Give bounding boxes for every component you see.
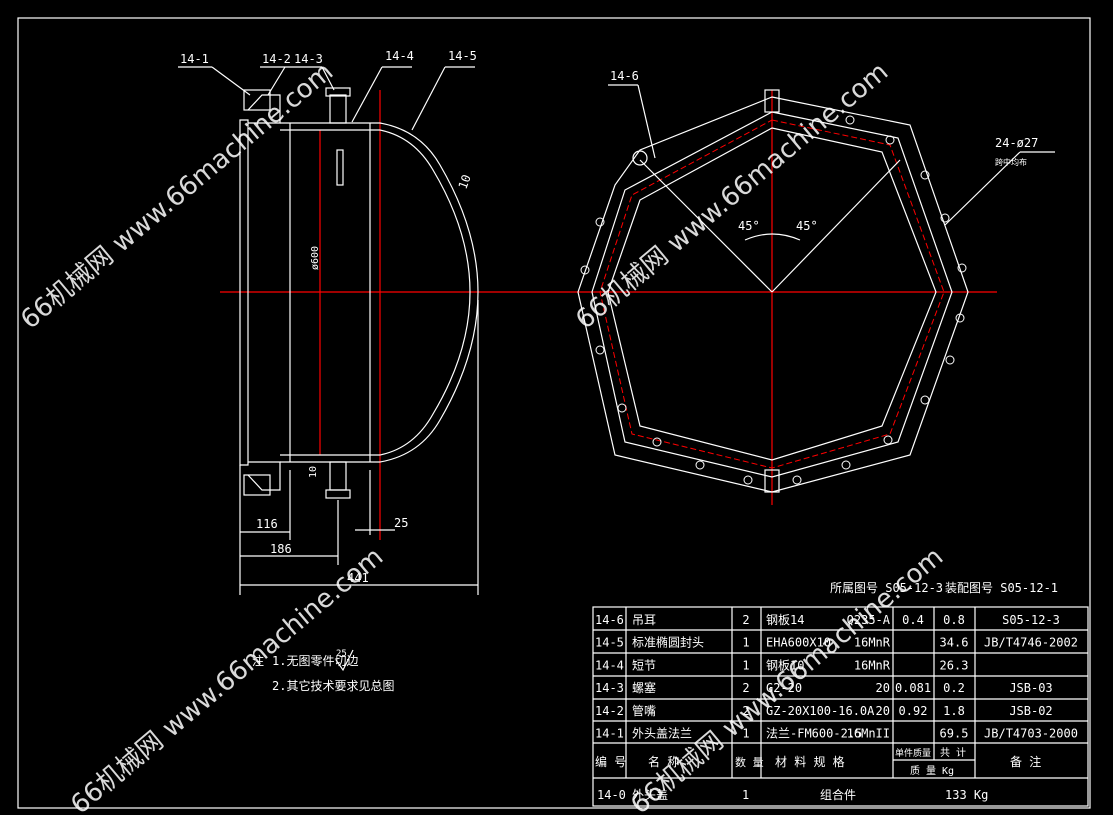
bom-cell-qty: 1: [742, 658, 749, 672]
angle-right: 45°: [796, 219, 818, 233]
bom-cell-name: 管嘴: [632, 703, 656, 718]
header-note: 备 注: [1010, 754, 1041, 769]
bom-cell-unit: 0.4: [902, 613, 924, 627]
bom-cell-qty: 1: [742, 727, 749, 741]
header-mass: 质 量 Kg: [910, 765, 954, 777]
bom-cell-qty: 2: [742, 613, 749, 627]
bom-cell-name: 螺塞: [632, 680, 656, 695]
header-total: 共 计: [940, 746, 966, 759]
bom-cell-mat: 20: [876, 704, 890, 718]
bom-cell-name: 吊耳: [632, 613, 656, 627]
belong-drawing-no: 所属图号 S05-12-3: [830, 581, 943, 595]
bom-cell-spec: 钢板14: [766, 613, 804, 627]
bom-cell-total: 1.8: [943, 704, 965, 718]
header-name: 名 称: [648, 754, 679, 769]
roughness-symbol-icon: [335, 649, 354, 672]
bom-cell-total: 34.6: [940, 636, 969, 650]
watermark: 66机械网 www.66machine.com: [625, 542, 949, 815]
holes-note: 跨中均布: [995, 157, 1027, 167]
bom-cell-note: S05-12-3: [1002, 613, 1060, 627]
bom-cell-mat: 16MnR: [854, 658, 891, 672]
label-14-5: 14-5: [448, 49, 477, 63]
bom-cell-name: 外头盖法兰: [632, 727, 692, 741]
side-section-view: [239, 87, 479, 499]
summary-name: 外头盖: [632, 788, 668, 802]
summary-mass: 133 Kg: [945, 788, 988, 802]
summary-spec: 组合件: [820, 787, 856, 802]
header-qty: 数 量: [735, 756, 764, 769]
bom-cell-total: 0.2: [943, 681, 965, 695]
header-spec: 材 料 规 格: [775, 754, 845, 769]
label-14-3: 14-3: [294, 52, 323, 66]
label-14-4: 14-4: [385, 49, 414, 63]
holes-label: 24-ø27: [995, 136, 1038, 150]
bom-cell-note: JB/T4746-2002: [984, 636, 1078, 650]
label-14-1: 14-1: [180, 52, 209, 66]
bom-cell-note: JSB-03: [1009, 681, 1052, 695]
bom-cell-qty: 2: [742, 681, 749, 695]
bom-cell-qty: 1: [742, 636, 749, 650]
bom-cell-unit: 0.081: [895, 681, 931, 695]
bom-cell-name: 短节: [632, 658, 656, 672]
bom-cell-no: 14-5: [595, 636, 624, 650]
dim-25: 25: [394, 516, 408, 530]
assembly-drawing-no: 装配图号 S05-12-1: [945, 581, 1058, 595]
bom-cell-no: 14-4: [595, 658, 624, 672]
bom-cell-spec: G2-20: [766, 681, 802, 695]
bom-cell-total: 0.8: [943, 613, 965, 627]
bom-cell-total: 69.5: [940, 727, 969, 741]
bom-cell-spec: GZ-20X100-16.0A: [766, 704, 875, 718]
note-1-roughness: 25: [336, 649, 347, 659]
angle-left: 45°: [738, 219, 760, 233]
head-thickness: 10: [456, 173, 474, 191]
label-14-2: 14-2: [262, 52, 291, 66]
bom-cell-spec: 钢板10: [766, 658, 804, 672]
frame-border: [17, 17, 1091, 809]
bom-cell-spec: EHA600X10: [766, 636, 831, 650]
bom-cell-total: 26.3: [940, 658, 969, 672]
bom-cell-no: 14-3: [595, 681, 624, 695]
bom-cell-no: 14-2: [595, 704, 624, 718]
header-no: 编 号: [595, 754, 626, 769]
end-view: [577, 89, 969, 493]
bom-cell-qty: 2: [742, 704, 749, 718]
bom-cell-spec: 法兰-FM600-2.5: [766, 727, 862, 741]
bom-cell-mat: Q235-A: [847, 613, 891, 627]
bom-cell-note: JB/T4703-2000: [984, 727, 1078, 741]
bom-cell-no: 14-6: [595, 613, 624, 627]
note-1: 1.无图零件切边: [272, 654, 358, 668]
diameter-label: ø600: [310, 246, 321, 270]
dim-186: 186: [270, 542, 292, 556]
bom-cell-no: 14-1: [595, 727, 624, 741]
thickness-label: 10: [308, 466, 319, 478]
dim-116: 116: [256, 517, 278, 531]
summary-qty: 1: [742, 788, 749, 802]
summary-no: 14-0: [597, 788, 626, 802]
bom-cell-mat: 16MnR: [854, 636, 891, 650]
bom-table: [592, 606, 1089, 807]
bom-cell-mat: 16MnII: [847, 727, 890, 741]
dim-441: 441: [347, 571, 369, 585]
note-2: 2.其它技术要求见总图: [272, 678, 394, 693]
bom-cell-name: 标准椭圆封头: [632, 635, 704, 650]
bom-cell-note: JSB-02: [1009, 704, 1052, 718]
label-14-6: 14-6: [610, 69, 639, 83]
bom-cell-mat: 20: [876, 681, 890, 695]
notes-prefix: 注: [252, 653, 264, 668]
header-unit-mass: 单件质量: [895, 747, 931, 759]
watermark: 66机械网 www.66machine.com: [570, 57, 894, 336]
bom-cell-unit: 0.92: [899, 704, 928, 718]
